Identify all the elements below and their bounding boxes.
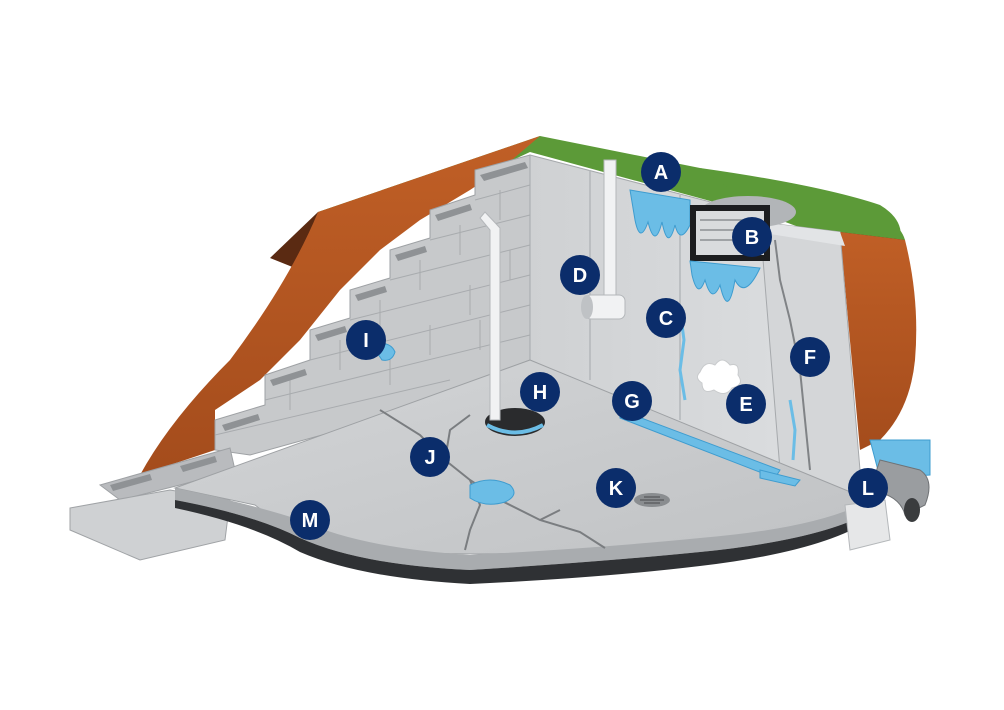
efflorescence-icon bbox=[696, 359, 741, 394]
marker-label: L bbox=[862, 478, 874, 500]
grass-top-right bbox=[700, 168, 901, 248]
marker-label: C bbox=[659, 308, 673, 330]
marker-e[interactable]: E bbox=[726, 384, 766, 424]
marker-label: G bbox=[624, 391, 640, 413]
marker-circle bbox=[726, 384, 766, 424]
marker-label: A bbox=[654, 162, 668, 184]
marker-h[interactable]: H bbox=[520, 372, 560, 412]
marker-circle bbox=[410, 437, 450, 477]
water-puddles bbox=[371, 343, 801, 505]
marker-i[interactable]: I bbox=[346, 320, 386, 360]
marker-label: D bbox=[573, 265, 587, 287]
marker-label: I bbox=[363, 330, 369, 352]
marker-layer: A B C D E F G H I J K L M bbox=[290, 152, 888, 540]
sump-pit-icon bbox=[479, 211, 545, 436]
marker-circle bbox=[612, 381, 652, 421]
marker-b[interactable]: B bbox=[732, 217, 772, 257]
soil-right bbox=[840, 232, 917, 450]
marker-circle bbox=[560, 255, 600, 295]
marker-circle bbox=[520, 372, 560, 412]
marker-label: E bbox=[739, 394, 752, 416]
marker-circle bbox=[290, 500, 330, 540]
seepage-a bbox=[629, 189, 691, 239]
marker-circle bbox=[646, 298, 686, 338]
marker-j[interactable]: J bbox=[410, 437, 450, 477]
marker-circle bbox=[346, 320, 386, 360]
marker-label: B bbox=[745, 227, 759, 249]
marker-label: K bbox=[609, 478, 624, 500]
soil-left bbox=[140, 136, 540, 475]
slab-edge bbox=[175, 488, 870, 570]
marker-k[interactable]: K bbox=[596, 468, 636, 508]
exterior-drain-pipe bbox=[844, 439, 931, 551]
marker-circle bbox=[790, 337, 830, 377]
marker-label: J bbox=[424, 447, 435, 469]
marker-circle bbox=[596, 468, 636, 508]
downspout-pipe-icon bbox=[581, 159, 626, 320]
marker-label: H bbox=[533, 382, 547, 404]
marker-circle bbox=[732, 217, 772, 257]
marker-circle bbox=[641, 152, 681, 192]
vapor-barrier bbox=[175, 500, 870, 584]
marker-a[interactable]: A bbox=[641, 152, 681, 192]
floor-drain-icon bbox=[634, 493, 670, 507]
marker-l[interactable]: L bbox=[848, 468, 888, 508]
block-wall bbox=[214, 154, 531, 456]
marker-label: M bbox=[302, 510, 319, 532]
marker-c[interactable]: C bbox=[646, 298, 686, 338]
marker-g[interactable]: G bbox=[612, 381, 652, 421]
marker-label: F bbox=[804, 347, 816, 369]
marker-circle bbox=[848, 468, 888, 508]
right-wall-top bbox=[760, 222, 845, 246]
marker-d[interactable]: D bbox=[560, 255, 600, 295]
marker-m[interactable]: M bbox=[290, 500, 330, 540]
marker-f[interactable]: F bbox=[790, 337, 830, 377]
wall-crack-f-leak bbox=[788, 399, 797, 461]
